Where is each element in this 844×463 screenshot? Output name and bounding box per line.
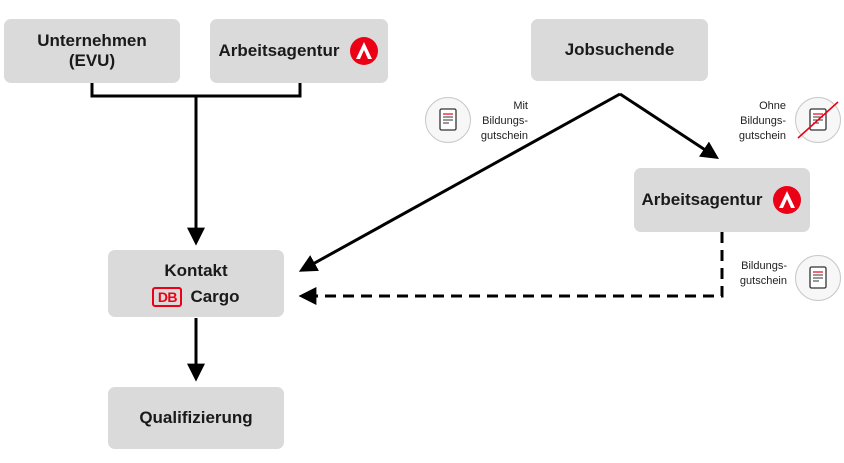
node-kontakt: Kontakt DB Cargo bbox=[108, 250, 284, 317]
node-qualifizierung: Qualifizierung bbox=[108, 387, 284, 449]
note-ohne-gutschein: Ohne Bildungs- gutschein bbox=[738, 100, 786, 142]
node-unternehmen: Unternehmen (EVU) bbox=[4, 19, 180, 83]
node-arbeitsagentur-top-label: Arbeitsagentur bbox=[218, 41, 340, 60]
node-cargo-label: Cargo bbox=[190, 286, 240, 306]
node-arbeitsagentur-right-label: Arbeitsagentur bbox=[641, 190, 763, 209]
node-unternehmen-label: Unternehmen (EVU) bbox=[37, 31, 147, 70]
node-jobsuchende-label: Jobsuchende bbox=[564, 40, 675, 59]
document-crossed-icon bbox=[795, 97, 841, 143]
arrow-mit-gutschein bbox=[298, 92, 621, 272]
note-mit-gutschein: Mit Bildungs- gutschein bbox=[480, 100, 528, 142]
arbeitsagentur-logo-icon bbox=[350, 37, 379, 65]
arbeitsagentur-logo-icon bbox=[773, 186, 802, 214]
db-logo-icon: DB bbox=[152, 286, 183, 307]
node-jobsuchende: Jobsuchende bbox=[531, 19, 708, 81]
note-bildungsgutschein: Bildungs- gutschein bbox=[739, 260, 787, 287]
document-icon bbox=[795, 255, 841, 301]
node-arbeitsagentur-right: Arbeitsagentur bbox=[634, 168, 810, 232]
node-kontakt-label: Kontakt bbox=[164, 260, 228, 280]
node-arbeitsagentur-top: Arbeitsagentur bbox=[210, 19, 388, 83]
document-icon bbox=[425, 97, 471, 143]
arrow-bildungsgutschein-dashed bbox=[298, 232, 724, 305]
node-qualifizierung-label: Qualifizierung bbox=[139, 408, 253, 427]
bracket-line bbox=[90, 83, 302, 98]
arrow-ohne-gutschein bbox=[619, 92, 720, 159]
